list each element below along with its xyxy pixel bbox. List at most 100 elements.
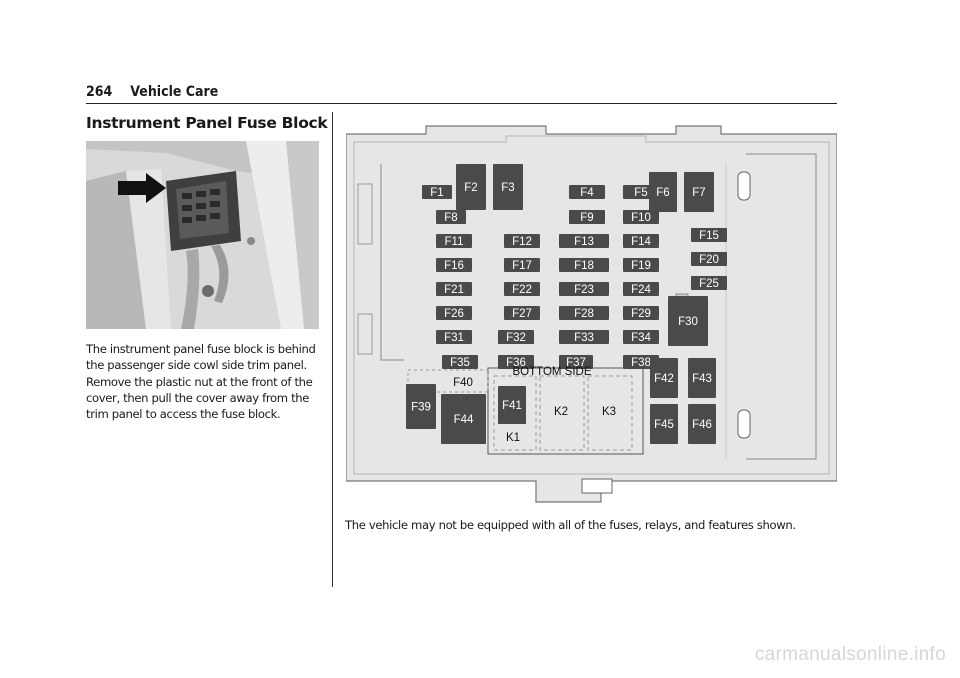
fuse-f6: F6 [649,172,677,212]
fuse-label: F37 [566,357,586,369]
fuse-body [436,258,472,272]
fuse-body [569,185,605,199]
fuse-f23: F23 [559,282,609,296]
fuse-f13: F13 [559,234,609,248]
fuse-label: F22 [512,284,532,296]
fuse-body [456,164,486,210]
relay-label-k2: K2 [554,406,568,418]
fuse-body [504,282,540,296]
fuse-f3: F3 [493,164,523,210]
relay-label-f40: F40 [453,377,473,389]
fuse-f4: F4 [569,185,605,199]
fuse-f7: F7 [684,172,714,212]
fuse-body [650,358,678,398]
fuse-body [688,358,716,398]
fuse-label: F34 [631,332,651,344]
fuse-label: F24 [631,284,651,296]
fuse-f41: F41 [498,386,526,424]
body-line: the passenger side cowl side trim panel. [86,358,307,373]
fuse-f32: F32 [498,330,534,344]
fuse-f22: F22 [504,282,540,296]
fuse-body [623,330,659,344]
fuse-body [623,282,659,296]
fuse-f15: F15 [691,228,727,242]
fuse-f45: F45 [650,404,678,444]
figure-caption: The vehicle may not be equipped with all… [345,518,796,532]
fuse-block-location-photo [86,141,319,329]
fuse-body [504,258,540,272]
fuse-f21: F21 [436,282,472,296]
fuse-body [504,234,540,248]
fuse-f14: F14 [623,234,659,248]
fuse-f46: F46 [688,404,716,444]
fuse-label: F31 [444,332,464,344]
fuse-f9: F9 [569,210,605,224]
fuse-f39: F39 [406,384,436,429]
fuse-body [498,330,534,344]
fuse-body [623,306,659,320]
fuse-label: F29 [631,308,651,320]
fuse-f11: F11 [436,234,472,248]
fuse-label: F21 [444,284,464,296]
fuse-f24: F24 [623,282,659,296]
fuse-label: F41 [502,400,522,412]
fuse-f44: F44 [441,394,486,444]
fuse-label: F4 [580,187,594,199]
fuse-body [441,394,486,444]
fuse-label: F23 [574,284,594,296]
fuse-label: F39 [411,402,431,414]
fuse-label: F33 [574,332,594,344]
column-divider [332,112,333,587]
bottom-side-label: BOTTOM SIDE [512,366,591,378]
fuse-body [668,296,708,346]
body-line: cover, then pull the cover away from the [86,390,310,405]
fuse-f42: F42 [650,358,678,398]
fuse-label: F12 [512,236,532,248]
fuse-body [623,258,659,272]
fuse-label: F46 [692,419,712,431]
fuse-label: F9 [580,212,593,224]
fuse-label: F42 [654,373,674,385]
fuse-label: F6 [656,187,669,199]
fuse-body [559,306,609,320]
section-name: Vehicle Care [130,84,219,100]
fuse-label: F44 [454,414,474,426]
page-number: 264 [86,84,113,100]
fuse-label: F38 [631,357,651,369]
fuse-f1: F1 [422,185,452,199]
fuse-body [498,355,534,369]
fuse-body [691,252,727,266]
fuse-label: F20 [699,254,719,266]
fuse-label: F10 [631,212,651,224]
fuse-label: F25 [699,278,719,290]
fuse-body [406,384,436,429]
fuse-body [436,282,472,296]
fuse-f10: F10 [623,210,659,224]
relay-label-k1: K1 [506,432,520,444]
body-line: The instrument panel fuse block is behin… [86,342,316,356]
fuse-label: F16 [444,260,464,272]
relay-label-k3: K3 [602,406,616,418]
fuse-body [493,164,523,210]
fuse-f28: F28 [559,306,609,320]
fuse-f34: F34 [623,330,659,344]
fuse-body [559,234,609,248]
fuse-label: F5 [634,187,647,199]
fuse-label: F17 [512,260,532,272]
fuse-body [559,330,609,344]
fuse-f31: F31 [436,330,472,344]
fuse-f27: F27 [504,306,540,320]
fuse-label: F8 [444,212,457,224]
fuse-label: F45 [654,419,674,431]
fuse-body [436,210,466,224]
fuse-f30: F30 [668,296,708,346]
header-rule [86,103,837,104]
fuse-body [559,258,609,272]
fuse-f2: F2 [456,164,486,210]
body-text: The instrument panel fuse block is behin… [86,341,326,422]
fuse-label: F35 [450,357,470,369]
page-header: 264 Vehicle Care [86,84,218,100]
fuse-label: F27 [512,308,532,320]
fuse-label: F14 [631,236,651,248]
